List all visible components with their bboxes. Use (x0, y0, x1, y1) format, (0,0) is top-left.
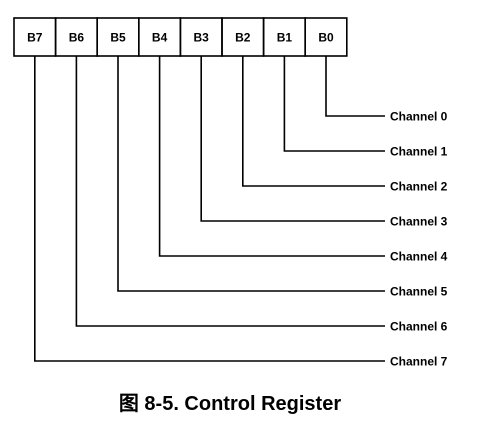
connector-channel-2 (242, 56, 385, 187)
channel-label-0: Channel 0 (390, 110, 448, 124)
channel-label-2: Channel 2 (390, 180, 448, 194)
connector-channel-6 (75, 56, 385, 327)
register-bit-row: B7 B6 B5 B4 B3 B2 B1 B0 (13, 17, 348, 57)
channel-label-list: Channel 0 Channel 1 Channel 2 Channel 3 Chan… (390, 110, 448, 369)
bit-label-b7: B7 (27, 31, 43, 45)
connector-channel-5 (117, 56, 385, 292)
figure-caption: 图 8-5. Control Register (119, 392, 341, 415)
channel-label-1: Channel 1 (390, 145, 448, 159)
connector-channel-4 (158, 56, 385, 257)
bit-label-b1: B1 (277, 31, 293, 45)
connector-channel-3 (200, 56, 385, 222)
bit-channel-connectors (34, 56, 385, 362)
connector-channel-1 (283, 56, 385, 152)
bit-label-b3: B3 (194, 31, 210, 45)
connector-channel-7 (34, 56, 385, 362)
bit-label-b0: B0 (318, 31, 334, 45)
connector-channel-0 (325, 56, 385, 117)
channel-label-6: Channel 6 (390, 320, 448, 334)
channel-label-3: Channel 3 (390, 215, 448, 229)
bit-label-b2: B2 (235, 31, 251, 45)
channel-label-4: Channel 4 (390, 250, 448, 264)
bit-label-b4: B4 (152, 31, 168, 45)
bit-label-b5: B5 (110, 31, 126, 45)
channel-label-5: Channel 5 (390, 285, 448, 299)
channel-label-7: Channel 7 (390, 355, 448, 369)
bit-label-b6: B6 (69, 31, 85, 45)
